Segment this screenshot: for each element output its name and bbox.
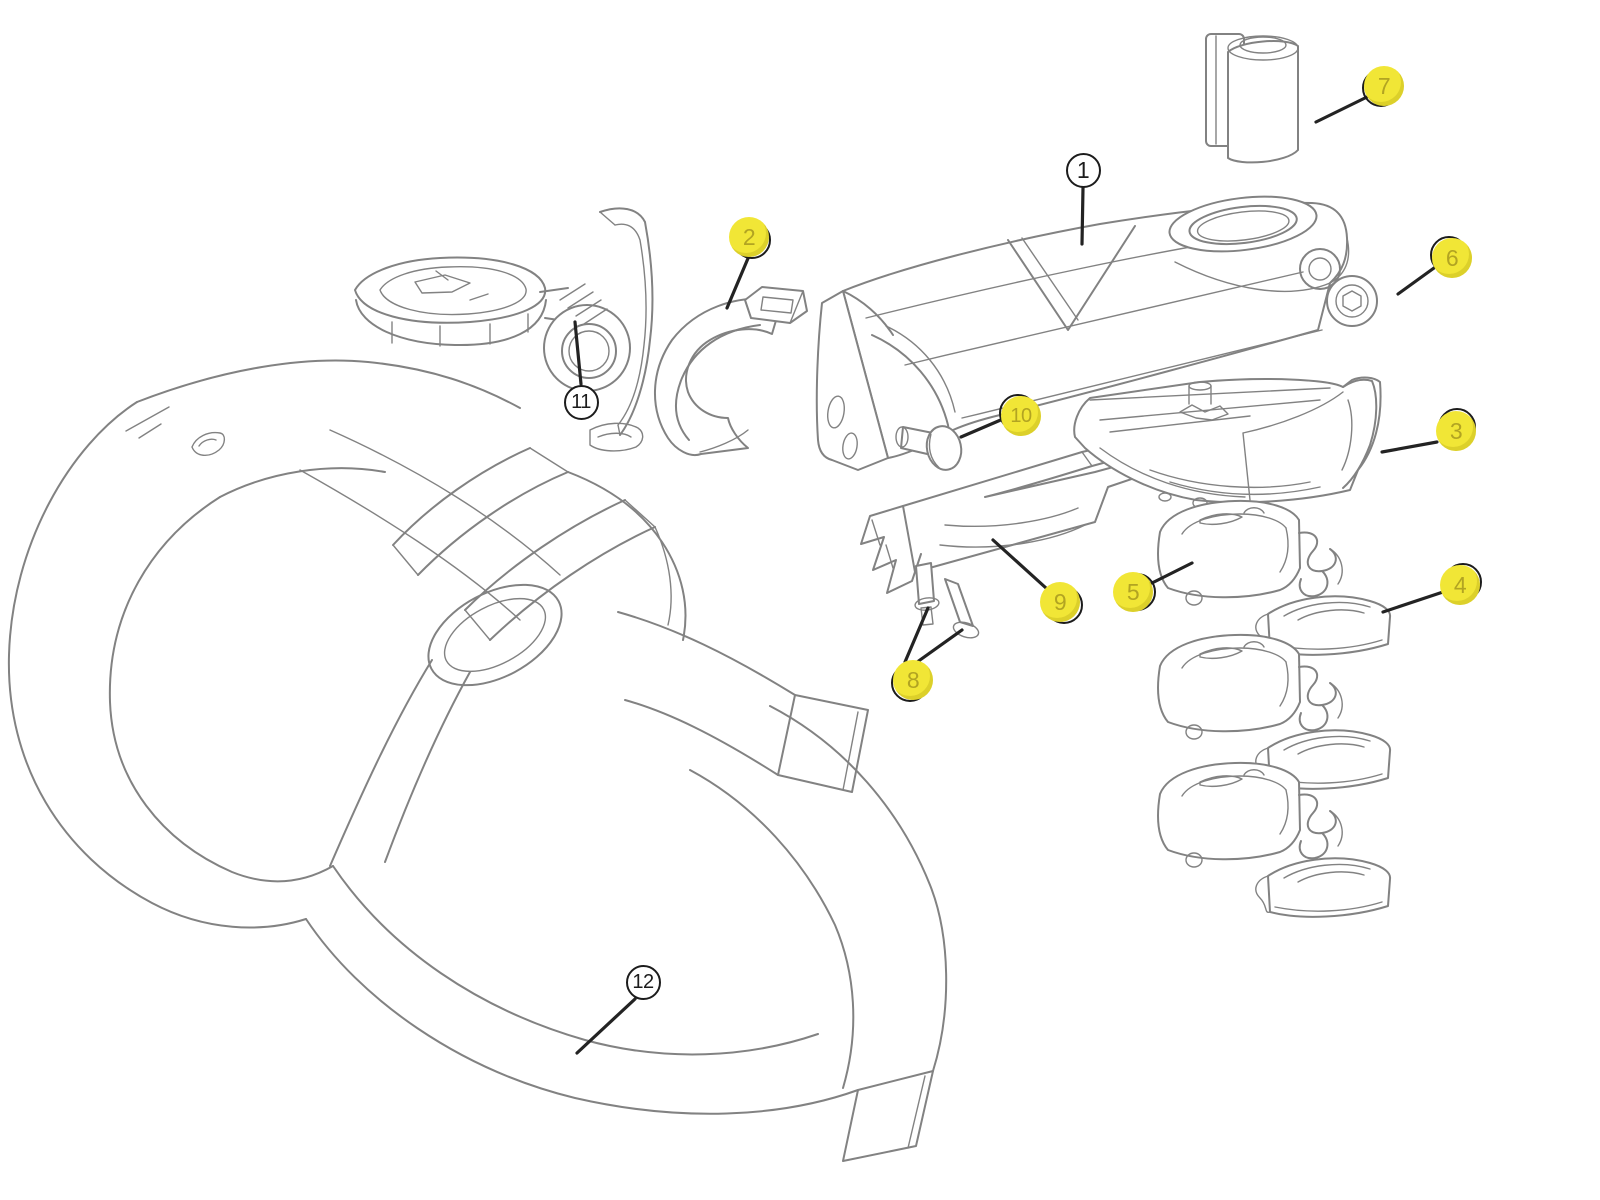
callout-number: 5: [1126, 578, 1140, 605]
callout-1[interactable]: 1: [1065, 152, 1102, 189]
callout-number: 10: [1010, 405, 1032, 427]
stem-drawing: [815, 195, 1350, 471]
callout-7[interactable]: 7: [1362, 66, 1404, 107]
callout-number: 6: [1445, 244, 1459, 271]
callout-3[interactable]: 3: [1436, 408, 1476, 451]
screws-drawing: [914, 562, 980, 639]
computer-mount-drawing: [354, 207, 654, 436]
callout-highlight-disc: [1113, 572, 1153, 612]
spacer-pair-drawing: [1157, 499, 1392, 656]
clamp-hook-drawing: [653, 286, 808, 456]
callout-number: 7: [1377, 72, 1391, 99]
callout-highlight-disc: [1040, 582, 1080, 622]
callout-number: 9: [1053, 588, 1067, 615]
callout-number: 1: [1076, 156, 1090, 183]
transition-spacer-drawing: [1073, 376, 1382, 509]
callout-10[interactable]: 10: [999, 394, 1041, 436]
callout-2[interactable]: 2: [729, 217, 771, 259]
shim-sleeve-drawing: [1205, 33, 1299, 164]
callout-8[interactable]: 8: [891, 660, 933, 702]
callout-number: 8: [906, 666, 920, 693]
callout-4[interactable]: 4: [1440, 563, 1482, 605]
callout-number: 2: [742, 223, 756, 250]
callout-ring: [1065, 152, 1101, 188]
callout-9[interactable]: 9: [1040, 582, 1083, 624]
front-clamp-bolt-drawing: [895, 425, 963, 471]
callout-highlight-disc: [1432, 238, 1472, 278]
callout-highlight-disc: [1364, 66, 1404, 106]
callout-number: 3: [1449, 417, 1463, 444]
callout-12[interactable]: 12: [625, 964, 662, 1001]
callout-ring: [625, 964, 661, 1000]
handlebar-drawing: [7, 359, 948, 1162]
callout-ring: [563, 384, 599, 420]
callout-highlight-disc: [1001, 396, 1041, 436]
callout-number: 4: [1453, 571, 1467, 598]
callout-highlight-disc: [893, 660, 933, 700]
callout-highlight-disc: [1440, 565, 1480, 605]
callout-5[interactable]: 5: [1113, 572, 1156, 612]
callout-11[interactable]: 11: [563, 384, 600, 421]
callout-6[interactable]: 6: [1430, 236, 1472, 278]
callout-number: 12: [632, 971, 654, 993]
callout-highlight-disc: [729, 217, 769, 257]
callout-number: 11: [571, 391, 591, 413]
stem-side-bolt-drawing: [1326, 275, 1378, 327]
leader-lines: [573, 95, 1445, 1055]
callout-highlight-disc: [1436, 411, 1476, 451]
